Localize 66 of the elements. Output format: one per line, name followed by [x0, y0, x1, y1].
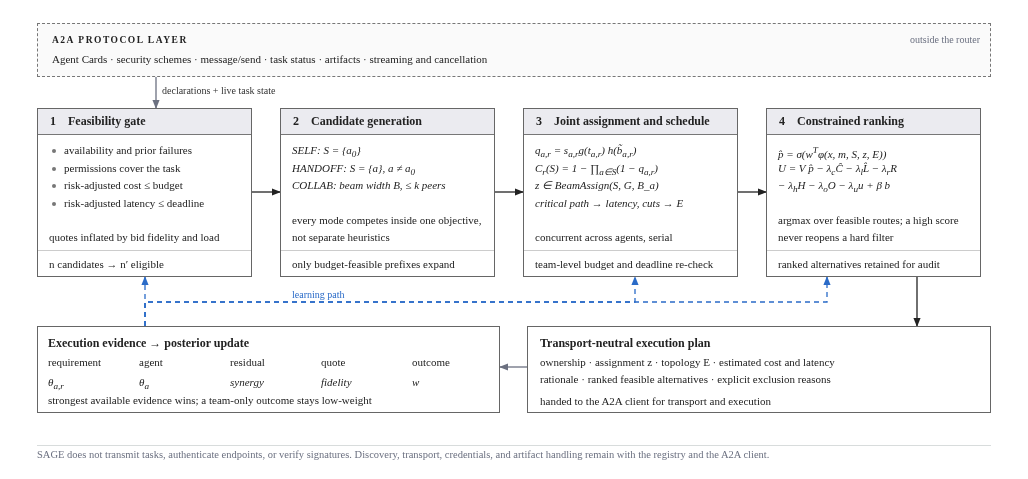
- stage-card: [280, 108, 495, 277]
- card-note: concurrent across agents, serial: [535, 230, 674, 245]
- formula: z ∈ BeamAssign(S, G, B_a): [535, 178, 659, 192]
- arrow: [913, 276, 921, 327]
- stage-card: [766, 108, 981, 277]
- footnote: SAGE does not transmit tasks, authenticate endpoints, or verify signatures. Discovery, transport, credentials, and artifact handling remain with the registry and the A2A client.: [37, 449, 770, 460]
- parameter-symbol: θ$_{a}$: [139, 375, 149, 394]
- card-footer: ranked alternatives retained for audit: [778, 257, 940, 271]
- step-number: 2: [293, 114, 299, 128]
- formula: U = V p̂ − λ$_{c}$Ĉ − λ$_{l}$L̂ − λ$_{r}$R: [778, 160, 897, 179]
- card-footer: only budget-feasible prefixes expand: [292, 257, 455, 271]
- card-note: quotes inflated by bid fidelity and load: [49, 230, 221, 245]
- panel-title: Execution evidence → posterior update: [48, 336, 250, 350]
- arrow: [494, 188, 524, 196]
- card-note: argmax over feasible routes; a high score never reopens a hard filter: [778, 213, 960, 245]
- column-heading: agent: [139, 355, 163, 369]
- parameter-symbol: fidelity: [321, 375, 352, 389]
- panel-note: strongest available evidence wins; a team-only outcome stays low-weight: [48, 393, 372, 407]
- step-title: Candidate generation: [311, 114, 422, 128]
- formula: HANDOFF: S = {a}, a ≠ a$_{0}$: [292, 160, 416, 179]
- plan-panel: [527, 326, 991, 413]
- bullet-text: risk-adjusted latency ≤ deadline: [64, 195, 205, 210]
- formula: critical path → latency, cuts → E: [535, 195, 684, 210]
- edge-label: declarations + live task state: [160, 85, 278, 96]
- column-heading: quote: [321, 355, 346, 369]
- protocol-list: Agent Cards · security schemes · message/send · task status · artifacts · streaming and cancellation: [52, 52, 488, 66]
- column-heading: requirement: [48, 355, 102, 369]
- bullet-text: risk-adjusted cost ≤ budget: [64, 178, 183, 192]
- section-heading: A2A PROTOCOL LAYER: [52, 34, 188, 47]
- card-footer: team-level budget and deadline re-check: [535, 257, 714, 271]
- column-heading: residual: [230, 355, 265, 369]
- parameter-symbol: w: [412, 375, 420, 389]
- plan-line: rationale · ranked feasible alternatives · explicit exclusion reasons: [540, 372, 831, 386]
- bullet-text: permissions cover the task: [64, 160, 181, 175]
- scope-note: outside the router: [910, 33, 980, 47]
- dashed-arrow: [144, 276, 831, 327]
- column-heading: outcome: [412, 355, 450, 369]
- step-number: 1: [50, 114, 56, 128]
- step-title: Feasibility gate: [68, 114, 146, 128]
- parameter-symbol: θ$_{a,r}$: [48, 375, 64, 394]
- formula: − λ$_{h}$H − λ$_{o}$O − λ$_{u}$u + β b: [778, 178, 891, 197]
- evidence-panel: [37, 326, 500, 413]
- card-footer: n candidates → n′ eligible: [49, 257, 164, 271]
- arrow: [737, 188, 767, 196]
- stage-card: [523, 108, 738, 277]
- formula: C$_{r}$(S) = 1 − ∏$_{a∈S}$(1 − q$_{a,r}$): [535, 160, 658, 179]
- protocol-layer-panel: [37, 23, 991, 77]
- arrow: [152, 76, 160, 109]
- panel-title: Transport-neutral execution plan: [540, 336, 711, 350]
- arrow: [499, 363, 528, 371]
- parameter-symbol: synergy: [230, 375, 264, 389]
- formula: SELF: S = {a$_{0}$}: [292, 143, 361, 162]
- arrow: [251, 188, 281, 196]
- card-note: every mode competes inside one objective, not separate heuristics: [292, 213, 482, 245]
- bullet-text: availability and prior failures: [64, 143, 192, 157]
- edge-label: learning path: [290, 289, 347, 300]
- formula: COLLAB: beam width B, ≤ k peers: [292, 178, 446, 192]
- step-number: 3: [536, 114, 542, 128]
- step-title: Joint assignment and schedule: [554, 114, 710, 128]
- step-number: 4: [779, 114, 785, 128]
- plan-line: handed to the A2A client for transport and execution: [540, 394, 771, 408]
- step-title: Constrained ranking: [797, 114, 905, 128]
- stage-card: [37, 108, 252, 277]
- formula: p̂ = σ(w$^{T}$φ(x, m, S, z, E)): [778, 144, 887, 161]
- plan-line: ownership · assignment z · topology E · estimated cost and latency: [540, 355, 835, 369]
- formula: q$_{a,r}$ = s$_{a,r}$g(t$_{a,r}$) h(b̃$_{a,r}$): [535, 143, 637, 162]
